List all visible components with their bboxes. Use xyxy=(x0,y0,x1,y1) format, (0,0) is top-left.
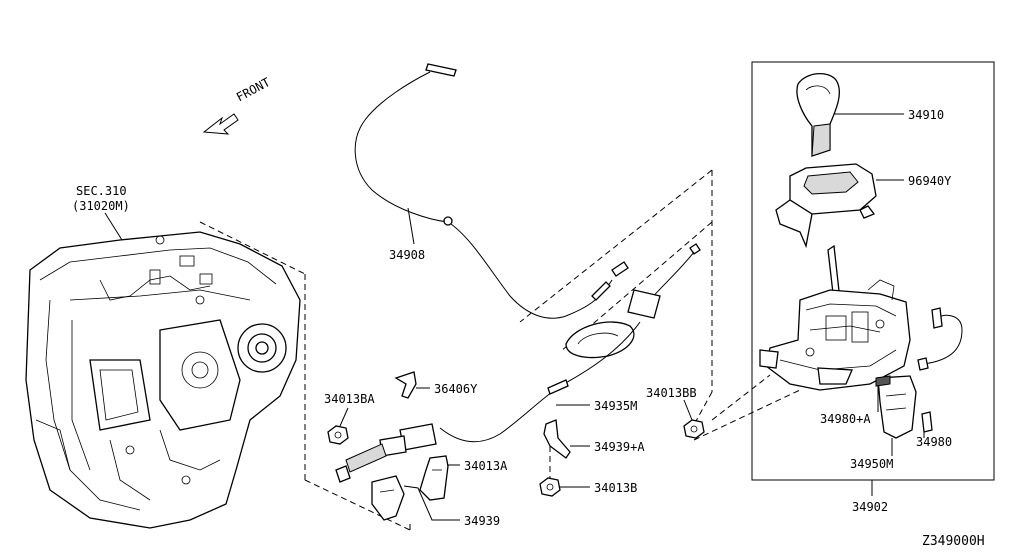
bracket-34013a[interactable] xyxy=(419,455,449,501)
dashed-guide-middle xyxy=(519,169,801,441)
label-34939: 34939 xyxy=(464,514,501,528)
label-34908: 34908 xyxy=(389,248,426,262)
label-34902: 34902 xyxy=(852,500,889,514)
shifter-base-assembly[interactable] xyxy=(759,244,911,391)
cable-34908[interactable] xyxy=(354,63,629,319)
label-sec-310-sub: (31020M) xyxy=(72,199,130,213)
label-34013ba: 34013BA xyxy=(324,392,375,406)
label-34980: 34980 xyxy=(916,435,953,449)
label-34013b: 34013B xyxy=(594,481,638,495)
label-34939a: 34939+A xyxy=(594,440,645,454)
label-34935m: 34935M xyxy=(594,399,638,413)
nut-34013bb[interactable] xyxy=(683,419,705,439)
label-34013bb: 34013BB xyxy=(646,386,697,400)
harness-connector[interactable] xyxy=(917,307,963,371)
nut-34013ba[interactable] xyxy=(327,425,349,445)
diagram-id: Z349000H xyxy=(922,534,985,549)
label-34910: 34910 xyxy=(908,108,945,122)
label-96940y: 96940Y xyxy=(908,174,952,188)
dashed-guide-left xyxy=(199,221,411,531)
assembly-box-34902 xyxy=(751,61,995,481)
control-cable-34935m[interactable] xyxy=(335,243,701,483)
front-arrow-icon xyxy=(202,113,239,135)
nut-34013b[interactable] xyxy=(539,477,561,497)
bracket-34939a[interactable] xyxy=(543,419,571,459)
label-sec-310: SEC.310 xyxy=(76,184,127,198)
label-34980a: 34980+A xyxy=(820,412,871,426)
label-34950m: 34950M xyxy=(850,457,894,471)
bracket-34939[interactable] xyxy=(371,475,405,521)
bracket-36406y[interactable] xyxy=(394,371,417,399)
label-36406y: 36406Y xyxy=(434,382,478,396)
switch-assembly-34950m[interactable] xyxy=(875,375,933,439)
knob-34910[interactable] xyxy=(796,73,840,157)
indicator-96940y[interactable] xyxy=(775,163,877,249)
transmission-assembly[interactable] xyxy=(25,231,301,529)
label-34013a: 34013A xyxy=(464,459,508,473)
